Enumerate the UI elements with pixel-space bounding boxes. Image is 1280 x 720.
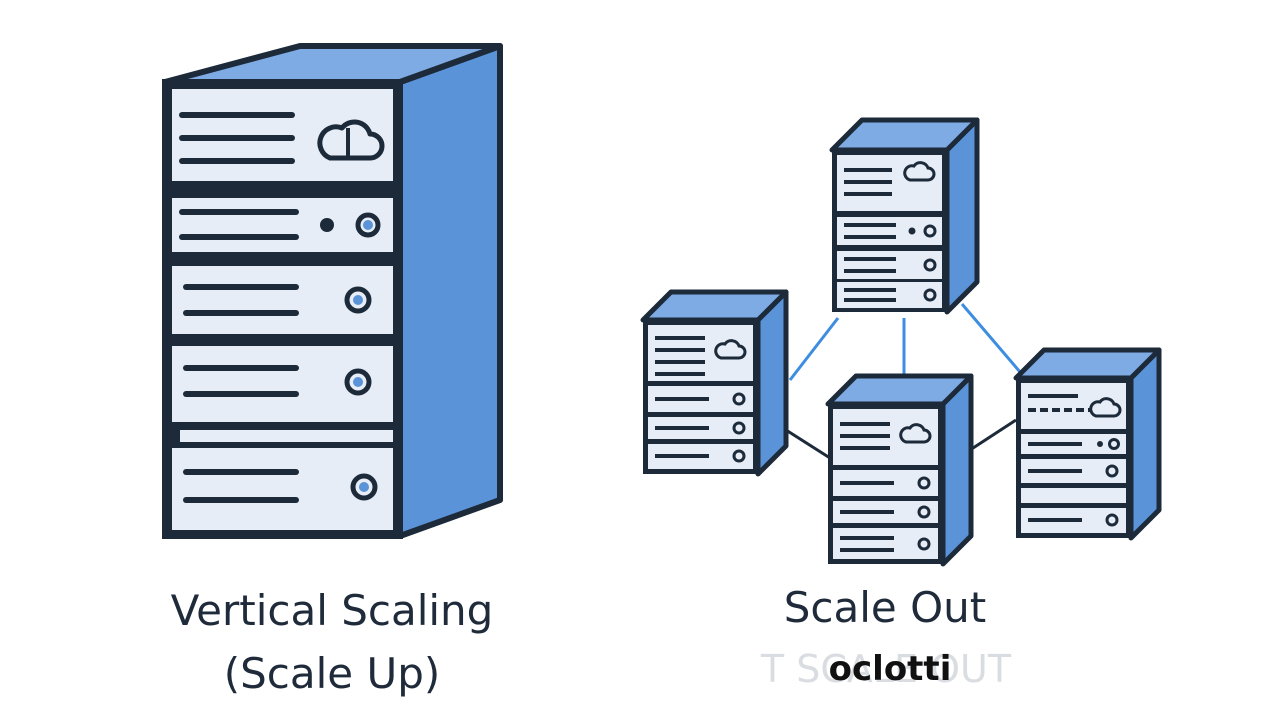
link-top-right: [960, 303, 1022, 373]
tower-unit-4: [172, 346, 393, 422]
cloud-icon: [1089, 397, 1122, 418]
link-left-center: [785, 428, 831, 460]
vertical-scaling-tower: [162, 43, 503, 539]
power-button-icon: [1108, 438, 1120, 450]
power-button-icon: [1105, 464, 1119, 478]
tower-unit-2: [172, 198, 393, 252]
server-node-top: [829, 117, 980, 315]
cloud-icon: [899, 423, 932, 444]
scale-out-ghost-text: T SCALE OUT: [760, 647, 1012, 691]
vertical-title-line2: (Scale Up): [224, 649, 441, 698]
cloud-icon: [714, 339, 747, 360]
scale-out-subtitle: oclotti: [829, 649, 952, 689]
power-button-icon: [732, 421, 746, 435]
tower-side: [397, 43, 503, 539]
link-center-right: [969, 418, 1017, 452]
power-button-icon: [923, 288, 937, 302]
tower-unit-5: [172, 430, 393, 530]
power-button-icon: [917, 505, 931, 519]
power-button-icon: [732, 392, 746, 406]
server-node-center: [825, 373, 974, 567]
status-led-icon: [320, 218, 334, 232]
power-button-icon: [923, 224, 937, 238]
tower-unit-1: [172, 89, 393, 181]
power-button-icon: [1105, 513, 1119, 527]
scale-out-title: Scale Out: [784, 583, 987, 632]
power-button-icon: [923, 258, 937, 272]
server-node-left: [640, 289, 789, 477]
power-button-icon: [917, 476, 931, 490]
vertical-title-line1: Vertical Scaling: [171, 586, 494, 635]
link-top-left: [788, 317, 840, 381]
cloud-icon: [903, 161, 936, 182]
network-links: [785, 303, 1022, 460]
power-button-icon: [917, 537, 931, 551]
tower-unit-3: [172, 266, 393, 334]
server-node-right: [1013, 347, 1162, 541]
cloud-icon: [317, 119, 385, 161]
power-button-icon: [732, 449, 746, 463]
